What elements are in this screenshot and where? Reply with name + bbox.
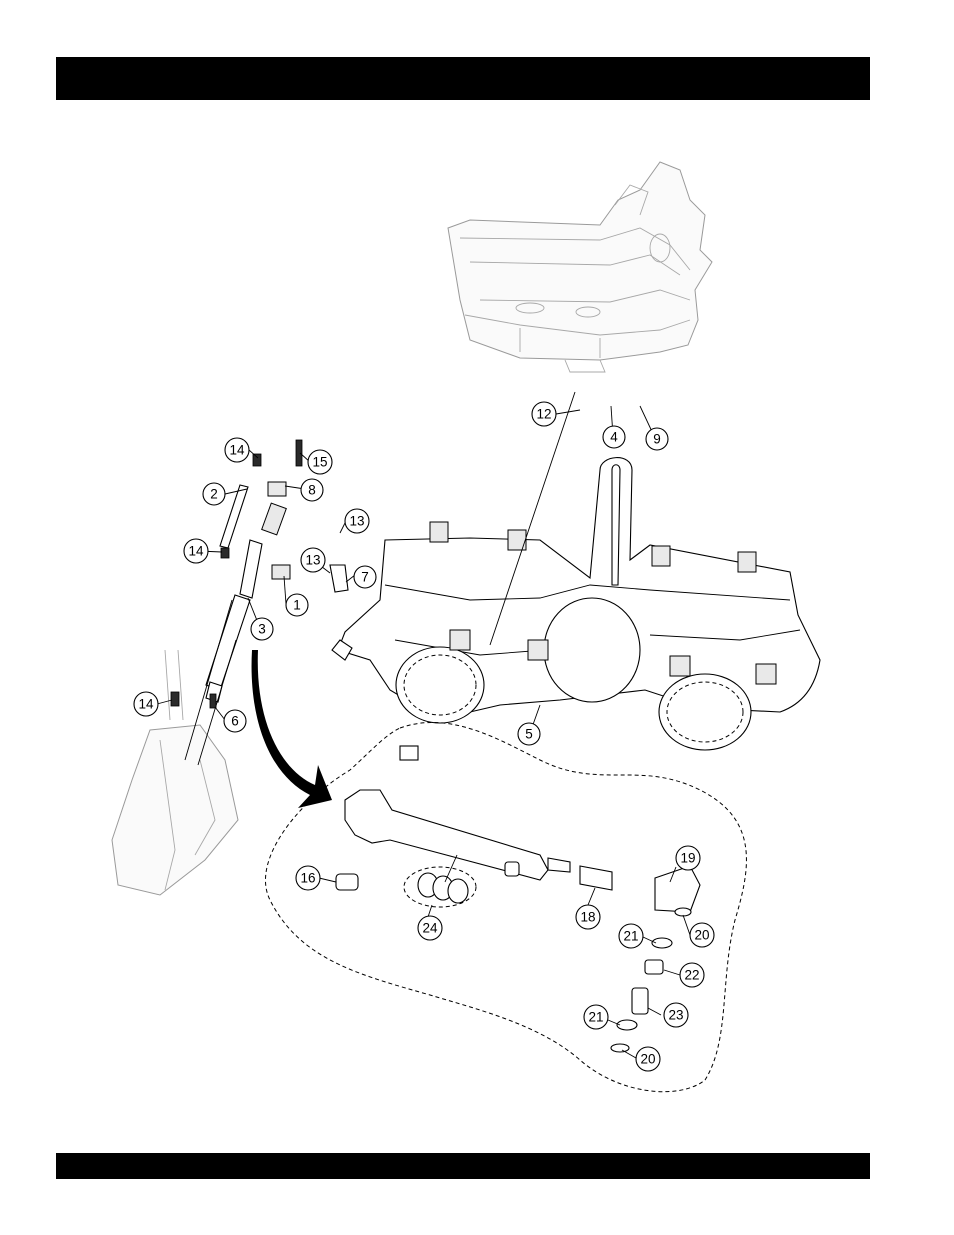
callout-4: 4 [603,426,625,448]
svg-text:5: 5 [525,727,533,742]
callout-15: 15 [308,450,332,474]
callout-20-upper: 20 [690,923,714,947]
svg-text:14: 14 [138,697,154,712]
callout-14-bottom: 14 [134,692,158,716]
callout-21-upper: 21 [619,924,643,948]
svg-text:21: 21 [623,929,638,944]
svg-text:14: 14 [229,443,245,458]
callout-12: 12 [532,402,556,426]
callout-7: 7 [354,566,376,588]
svg-text:7: 7 [361,570,369,585]
callout-13-upper: 13 [345,509,369,533]
callout-21-lower: 21 [584,1005,608,1029]
detail-arrow [252,650,332,808]
callout-14-top: 14 [225,438,249,462]
cylinder-detail-parts [336,746,700,1052]
svg-text:21: 21 [588,1010,603,1025]
callout-13-lower: 13 [301,548,325,572]
svg-text:1: 1 [293,598,301,613]
svg-text:13: 13 [349,514,364,529]
callout-8: 8 [301,479,323,501]
callout-23: 23 [664,1003,688,1027]
svg-text:3: 3 [258,622,266,637]
callout-6: 6 [224,710,246,732]
svg-text:18: 18 [580,910,595,925]
svg-text:4: 4 [610,430,618,445]
svg-text:13: 13 [305,553,320,568]
svg-text:12: 12 [536,407,551,422]
svg-text:9: 9 [653,432,661,447]
svg-text:23: 23 [668,1008,683,1023]
callout-3: 3 [251,618,273,640]
svg-text:8: 8 [308,483,316,498]
callout-24: 24 [418,916,442,940]
svg-text:2: 2 [210,487,218,502]
svg-text:6: 6 [231,714,239,729]
callout-20-lower: 20 [636,1047,660,1071]
callout-2: 2 [203,483,225,505]
callout-18: 18 [576,905,600,929]
svg-text:14: 14 [188,544,204,559]
svg-text:20: 20 [640,1052,655,1067]
callout-1: 1 [286,594,308,616]
svg-text:15: 15 [312,455,327,470]
callout-9: 9 [646,428,668,450]
callout-16: 16 [296,866,320,890]
svg-text:24: 24 [422,921,438,936]
callout-14-middle: 14 [184,539,208,563]
svg-text:16: 16 [300,871,315,886]
callout-19: 19 [676,846,700,870]
main-frame [332,458,820,750]
svg-text:22: 22 [684,968,699,983]
upper-chassis-frame [448,162,712,372]
callout-22: 22 [680,963,704,987]
svg-text:20: 20 [694,928,709,943]
callout-5: 5 [518,723,540,745]
svg-text:19: 19 [680,851,695,866]
